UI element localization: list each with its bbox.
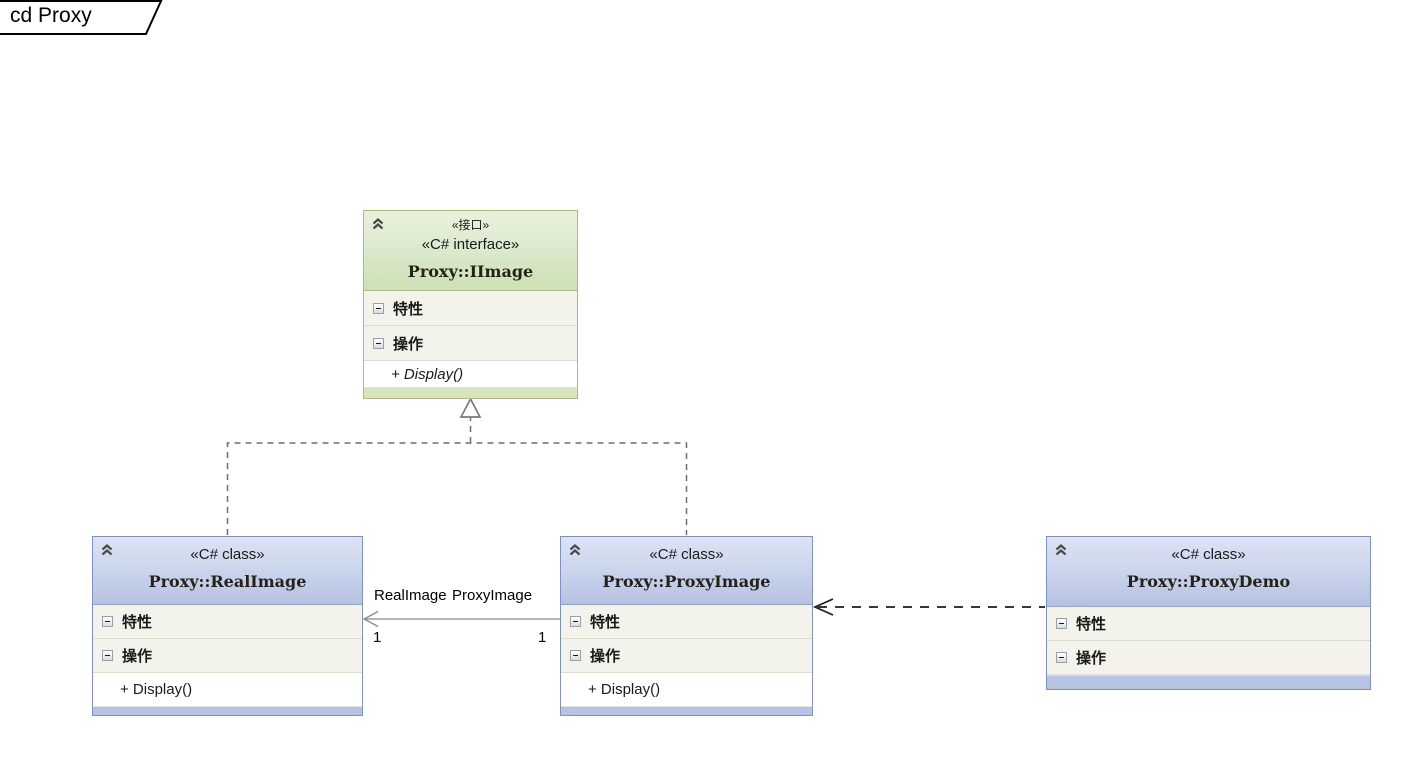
- minus-box-icon[interactable]: [1056, 618, 1067, 629]
- minus-box-icon[interactable]: [102, 616, 113, 627]
- operation-label: + Display(): [588, 681, 661, 698]
- association-target-role-label: RealImage: [374, 587, 447, 604]
- dependency-connector[interactable]: [812, 598, 1045, 616]
- attributes-label: 特性: [393, 300, 424, 318]
- box-footer: [93, 706, 362, 715]
- minus-box-icon[interactable]: [102, 650, 113, 661]
- operations-label: 操作: [590, 648, 621, 665]
- class-name: Proxy::RealImage: [148, 572, 307, 591]
- class-header[interactable]: «C# class» Proxy::RealImage: [93, 537, 362, 605]
- collapse-chevron-icon[interactable]: [1054, 543, 1068, 557]
- operations-section-header[interactable]: 操作: [93, 639, 362, 673]
- operations-section-header[interactable]: 操作: [1047, 641, 1370, 675]
- dependency-open-arrowhead: [812, 598, 834, 616]
- operations-label: 操作: [1076, 650, 1107, 667]
- interface-box-iimage[interactable]: «接口» «C# interface» Proxy::IImage 特性 操作 …: [363, 210, 578, 399]
- minus-box-icon[interactable]: [373, 337, 384, 349]
- stereotype-label: «C# class»: [649, 546, 724, 563]
- attributes-label: 特性: [1076, 616, 1107, 633]
- operations-section-header[interactable]: 操作: [561, 639, 812, 673]
- class-box-proxydemo[interactable]: «C# class» Proxy::ProxyDemo 特性 操作: [1046, 536, 1371, 690]
- box-footer: [561, 706, 812, 715]
- operation-row[interactable]: + Display(): [364, 361, 577, 387]
- association-open-arrowhead: [362, 610, 379, 628]
- collapse-chevron-icon[interactable]: [371, 217, 385, 231]
- stereotype-label: «C# class»: [1171, 546, 1246, 563]
- class-name: Proxy::ProxyImage: [602, 572, 771, 591]
- operation-row[interactable]: + Display(): [93, 673, 362, 706]
- attributes-section-header[interactable]: 特性: [1047, 607, 1370, 641]
- operations-label: 操作: [393, 335, 424, 353]
- association-target-multiplicity: 1: [373, 629, 382, 646]
- box-footer: [364, 387, 577, 398]
- interface-header[interactable]: «接口» «C# interface» Proxy::IImage: [364, 211, 577, 291]
- class-header[interactable]: «C# class» Proxy::ProxyImage: [561, 537, 812, 605]
- attributes-section-header[interactable]: 特性: [93, 605, 362, 639]
- class-box-realimage[interactable]: «C# class» Proxy::RealImage 特性 操作 + Disp…: [92, 536, 363, 716]
- attributes-label: 特性: [122, 614, 153, 631]
- association-source-multiplicity: 1: [538, 629, 547, 646]
- minus-box-icon[interactable]: [373, 302, 384, 314]
- minus-box-icon[interactable]: [570, 650, 581, 661]
- box-footer: [1047, 675, 1370, 689]
- diagram-title: cd Proxy: [10, 4, 92, 27]
- collapse-chevron-icon[interactable]: [100, 543, 114, 557]
- collapse-chevron-icon[interactable]: [568, 543, 582, 557]
- association-connector[interactable]: [362, 610, 560, 628]
- realization-connector[interactable]: [226, 397, 688, 535]
- stereotype-secondary-label: «接口»: [451, 218, 490, 232]
- operation-label: + Display(): [391, 365, 464, 383]
- interface-name: Proxy::IImage: [407, 262, 534, 281]
- operations-label: 操作: [122, 648, 153, 665]
- operation-row[interactable]: + Display(): [561, 673, 812, 706]
- class-name: Proxy::ProxyDemo: [1126, 572, 1291, 591]
- attributes-section-header[interactable]: 特性: [364, 291, 577, 326]
- association-source-role-label: ProxyImage: [452, 587, 533, 604]
- class-header[interactable]: «C# class» Proxy::ProxyDemo: [1047, 537, 1370, 607]
- attributes-section-header[interactable]: 特性: [561, 605, 812, 639]
- attributes-label: 特性: [590, 614, 621, 631]
- stereotype-label: «C# class»: [190, 546, 265, 563]
- class-box-proxyimage[interactable]: «C# class» Proxy::ProxyImage 特性 操作 + Dis…: [560, 536, 813, 716]
- stereotype-label: «C# interface»: [421, 236, 520, 253]
- minus-box-icon[interactable]: [570, 616, 581, 627]
- realization-triangle-arrowhead: [459, 397, 482, 418]
- operation-label: + Display(): [120, 681, 193, 698]
- minus-box-icon[interactable]: [1056, 652, 1067, 663]
- operations-section-header[interactable]: 操作: [364, 326, 577, 361]
- diagram-frame-outline: [0, 0, 163, 35]
